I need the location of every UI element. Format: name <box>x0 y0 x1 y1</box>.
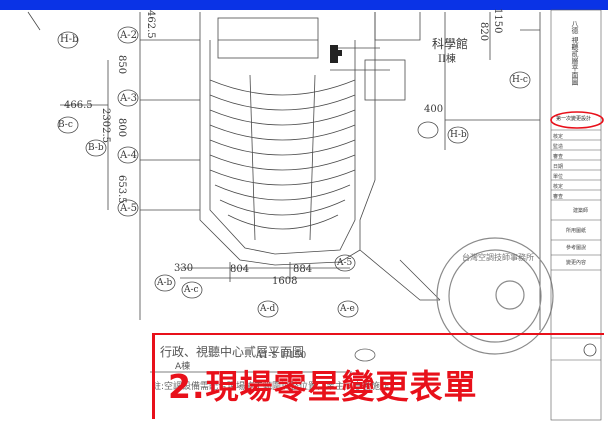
drawing-note: 註:空調設備需配合現場施工範圍調整位置，業主同意後施作 <box>152 382 390 392</box>
section-heading: 2.現場零星變更表單 <box>168 367 478 406</box>
grid-label: A-5 <box>337 258 353 268</box>
panel-row: 核定 <box>553 134 564 140</box>
grid-label: A-5 <box>120 203 137 214</box>
grid-label: H-b <box>60 34 79 45</box>
dimension-label: 466.5 <box>64 100 93 111</box>
grid-label: A-b <box>157 278 173 288</box>
panel-row: 審查 <box>553 154 564 160</box>
grid-label: B-c <box>58 120 73 130</box>
panel-item: 所用圖紙 <box>566 228 587 234</box>
panel-row: 審查 <box>553 194 564 200</box>
grid-label: A-3 <box>120 93 137 104</box>
grid-label: B-b <box>88 143 104 153</box>
annotation-frame <box>152 333 604 419</box>
building-sub: II棟 <box>438 54 456 65</box>
panel-row: 單位 <box>553 174 564 180</box>
panel-item: 變更內容 <box>566 260 587 266</box>
panel-row: 日期 <box>553 164 564 170</box>
dimension-label: 1150 <box>492 8 503 34</box>
building-name: 科學館 <box>432 37 469 51</box>
dimension-label: 804 <box>230 264 250 275</box>
dimension-label: 1608 <box>272 276 298 287</box>
dimension-label: 653.5 <box>116 175 127 204</box>
dimension-label: 2302.5 <box>100 108 111 143</box>
window-top-bar <box>0 0 608 10</box>
panel-row: 核定 <box>553 184 564 190</box>
dimension-label: 850 <box>116 55 127 75</box>
grid-label: A-4 <box>120 150 137 161</box>
dimension-label: 884 <box>293 264 313 275</box>
stamp-text: 台灣空調技師事務所 <box>462 253 534 262</box>
grid-label: A-2 <box>120 30 137 41</box>
panel-item: 參考圖說 <box>566 245 587 251</box>
grid-label: A-c <box>184 285 199 295</box>
panel-item: 建築師 <box>573 208 589 214</box>
dimension-label: 400 <box>424 104 444 115</box>
panel-row: 監造 <box>553 144 564 150</box>
grid-label: A-e <box>340 304 355 314</box>
dimension-label: 820 <box>478 22 489 42</box>
drawing-building: A棟 <box>175 362 191 372</box>
grid-label: H-c <box>512 75 528 85</box>
drawing-title: 行政、視聽中心貳層平面圖 <box>160 345 305 359</box>
grid-label: A-d <box>260 304 276 314</box>
dimension-label: 800 <box>116 118 127 138</box>
dimension-label: 330 <box>174 263 194 274</box>
grid-label: H-b <box>450 130 467 140</box>
drawing-scale: A1-S 1/150 <box>256 351 307 361</box>
panel-project: 八德 視聽貳層平面圖 <box>571 20 579 86</box>
dimension-label: 462.5 <box>145 10 156 39</box>
panel-stamp: 第一次變更設計 <box>556 116 592 122</box>
